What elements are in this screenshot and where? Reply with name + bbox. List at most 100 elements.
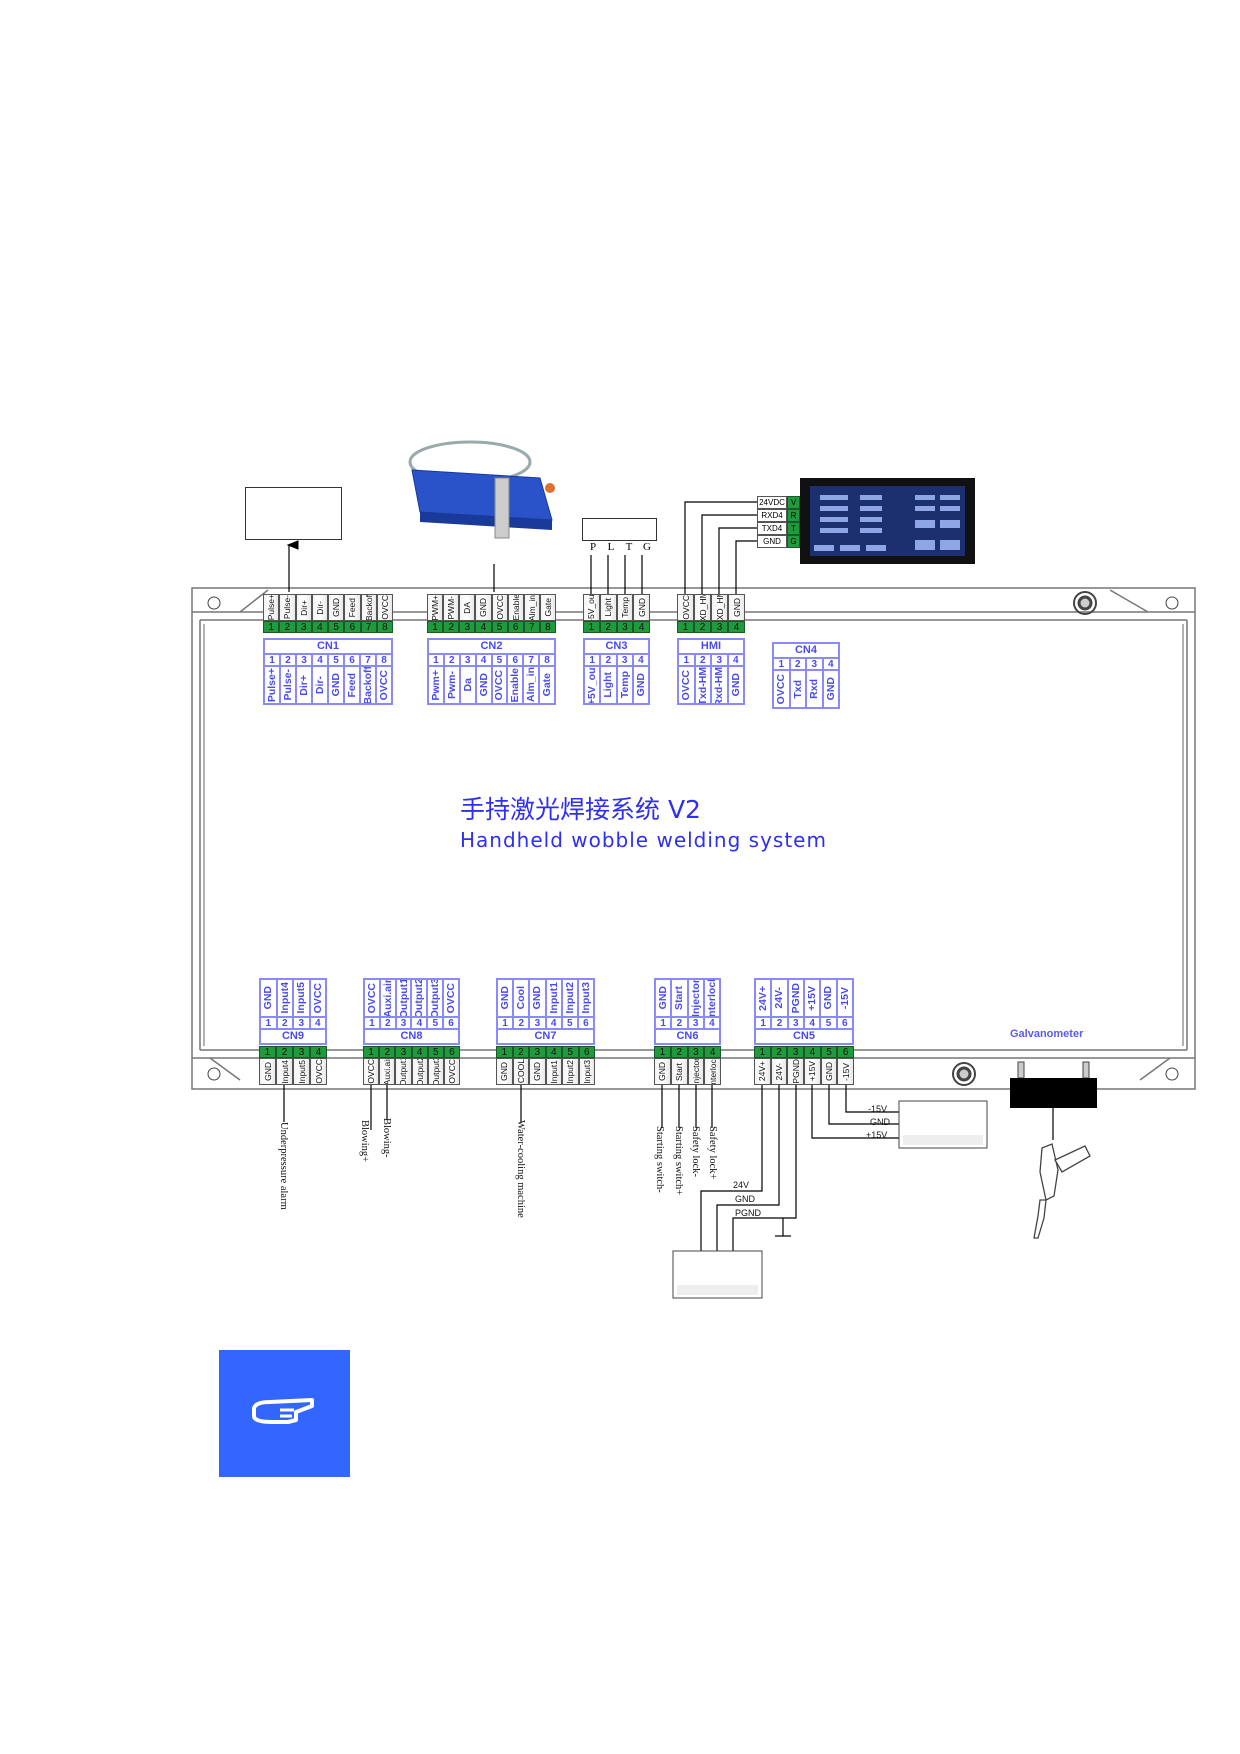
- pinout-label: Output2: [411, 979, 428, 1017]
- pin-label-text: OVCC: [494, 595, 505, 620]
- terminal-pin-number: 2: [443, 621, 460, 633]
- pinout-label-text: Backoff: [362, 666, 374, 704]
- pinout-number: 3: [787, 1017, 804, 1029]
- terminal-pin-label: Gate: [539, 594, 556, 621]
- terminal-pin-label: OVCC: [443, 1058, 461, 1085]
- pinout-label-text: OVCC: [311, 982, 324, 1014]
- terminal-pin-number: 6: [443, 1046, 461, 1058]
- terminal-pin-label: GND: [820, 1058, 838, 1085]
- terminal-pin-label: 24V+: [754, 1058, 771, 1085]
- pointing-hand-tile[interactable]: [219, 1350, 350, 1477]
- pinout-label-text: Alm_in: [525, 667, 538, 703]
- pinout-number: 1: [755, 1017, 772, 1029]
- terminal-pin-label: OVCC: [677, 594, 694, 621]
- pin-label-text: Dir-: [314, 600, 325, 615]
- pinout-number: 4: [632, 654, 649, 666]
- wire-label-safety-plus: Safety lock+: [707, 1126, 718, 1180]
- terminal-pin-number: 1: [754, 1046, 771, 1058]
- pinout-label-text: GND: [499, 986, 512, 1010]
- pinout-label: OVCC: [309, 979, 326, 1017]
- pinout-number: 2: [280, 654, 296, 666]
- pin-label-text: GND: [731, 598, 742, 617]
- terminal-pin-number: 6: [578, 1046, 595, 1058]
- pinout-number: 3: [395, 1017, 412, 1029]
- pinout-number: 4: [475, 654, 492, 666]
- pin-label-text: Pulse-: [282, 595, 293, 620]
- pin-label-text: Feed: [347, 597, 358, 618]
- hmi-terminal-letter: V: [787, 496, 800, 509]
- terminal-pin-number: 4: [633, 621, 650, 633]
- pinout-table-title: CN4: [773, 643, 839, 658]
- terminal-pin-label: COOL: [512, 1058, 529, 1085]
- terminal-pin-number: 8: [539, 621, 556, 633]
- pinout-label: GND: [820, 979, 837, 1017]
- mounting-hole: [1165, 596, 1179, 610]
- pinout-number: 4: [727, 654, 744, 666]
- pinout-number: 2: [771, 1017, 788, 1029]
- terminal-pin-label: PGND: [787, 1058, 805, 1085]
- pin-label-text: Input3: [581, 1059, 592, 1084]
- pinout-label: Auxi.air: [379, 979, 396, 1017]
- terminal-pin-number: 1: [363, 1046, 380, 1058]
- hmi-terminal-letter: G: [787, 535, 800, 548]
- pinout-number: 3: [293, 1017, 310, 1029]
- pinout-label-text: Input1: [547, 982, 560, 1014]
- pin-label-text: GND: [262, 1062, 273, 1081]
- pinout-label: Input2: [561, 979, 578, 1017]
- terminal-pin-label: Temp: [616, 594, 634, 621]
- pin-label-text: -15V: [840, 1062, 851, 1081]
- pin-label-text: PGND: [790, 1059, 801, 1084]
- pin-label-text: OVCC: [446, 1059, 457, 1084]
- pin-label-text: Light: [603, 598, 614, 617]
- pinout-label: OVCC: [364, 979, 380, 1017]
- terminal-pin-number: 2: [379, 1046, 396, 1058]
- pinout-label-text: Pwm-: [445, 670, 458, 699]
- pinout-number: 2: [379, 1017, 396, 1029]
- terminal-pin-number: 5: [562, 1046, 579, 1058]
- terminal-pin-label: OVCC: [376, 594, 393, 621]
- pinout-label: Interlock: [703, 979, 720, 1017]
- pinout-label-text: PGND: [789, 982, 802, 1014]
- pinout-label: Rxd: [806, 670, 823, 708]
- pinout-number: 1: [497, 1017, 514, 1029]
- pinout-label-text: -15V: [838, 986, 851, 1010]
- terminal-pin-number: 6: [837, 1046, 855, 1058]
- terminal-pin-number: 8: [376, 621, 393, 633]
- terminal-pin-label: +5V_out: [583, 594, 600, 621]
- pin-label-text: OVCC: [680, 595, 691, 620]
- terminal-pin-label: OVCC: [310, 1058, 327, 1085]
- pinout-number: 3: [616, 654, 633, 666]
- pinout-label-text: Output3: [429, 979, 442, 1017]
- mounting-holes: [207, 591, 1179, 1086]
- terminal-pin-label: Input4: [276, 1058, 293, 1085]
- pinout-label: Light: [600, 666, 617, 704]
- wire-label-gnd2: GND: [870, 1117, 890, 1127]
- terminal-pin-number: 3: [459, 621, 476, 633]
- terminal-pin-label: DA: [459, 594, 476, 621]
- pinout-label-text: OVCC: [445, 982, 458, 1014]
- terminal-pin-number: 2: [694, 621, 711, 633]
- pinout-label: Pwm-: [443, 666, 460, 704]
- terminal-pin-number: 6: [344, 621, 361, 633]
- mounting-hole: [1165, 1067, 1179, 1081]
- pin-label-text: Gate: [542, 598, 553, 617]
- pinout-number: 3: [711, 654, 728, 666]
- terminal-pin-label: Injector: [687, 1058, 705, 1085]
- pinout-table-title: CN1: [264, 639, 392, 654]
